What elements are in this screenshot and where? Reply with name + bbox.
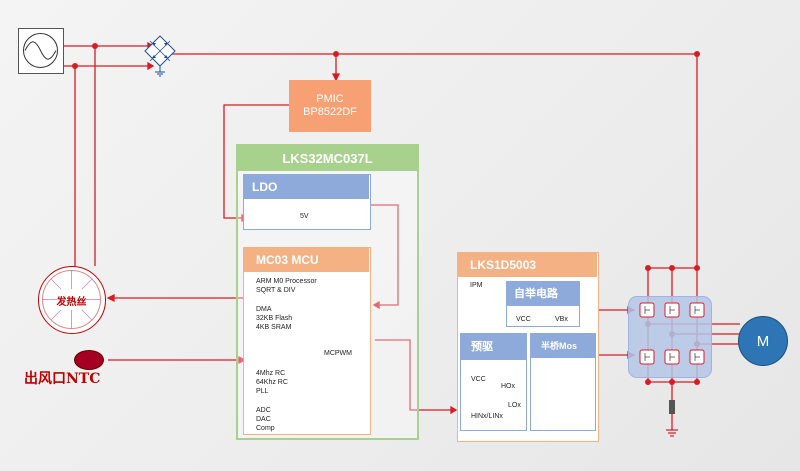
heater-element: 发热丝 xyxy=(38,266,106,334)
halfbridge-title: 半桥Mos xyxy=(531,334,595,358)
bootstrap-title: 自举电路 xyxy=(507,282,579,306)
motor-label: M xyxy=(756,332,770,350)
ldo-block: LDO 5V xyxy=(243,174,371,230)
ldo-output-label: 5V xyxy=(300,213,309,220)
mcu-core-list: ARM M0 Processor SQRT & DIV xyxy=(256,277,317,295)
bootstrap-block: 自举电路 VCC VBx xyxy=(506,281,580,327)
predriver-lox-label: LOx xyxy=(508,402,521,409)
predriver-vcc-label: VCC xyxy=(471,376,486,383)
shunt-resistor-icon xyxy=(669,400,675,414)
mcu-analog-item: Comp xyxy=(256,425,275,432)
pmic-part-number: BP8522DF xyxy=(303,106,357,118)
rectifier-bridge-icon xyxy=(144,35,176,67)
predriver-title: 预驱 xyxy=(461,334,526,360)
pmic-label: PMIC xyxy=(316,93,344,105)
ipm-label: IPM xyxy=(470,282,483,289)
driver-chip: LKS1D5003 IPM 自举电路 VCC VBx 预驱 VCC HOx LO… xyxy=(457,252,599,442)
mcu-analog-list: ADC DAC Comp xyxy=(256,406,275,433)
halfbridge-block: 半桥Mos xyxy=(530,333,596,431)
mcu-pwm-label: MCPWM xyxy=(324,350,352,357)
heater-coil-icon xyxy=(42,270,101,329)
predriver-block: 预驱 VCC HOx LOx HINx/LINx xyxy=(460,333,527,431)
driver-title: LKS1D5003 xyxy=(458,253,597,277)
mcu-title: MC03 MCU xyxy=(244,248,369,272)
inverter-mosfets xyxy=(639,302,705,365)
mcu-core-item: ARM M0 Processor xyxy=(256,278,317,285)
mcu-memory-item: DMA xyxy=(256,306,272,313)
ground-icon xyxy=(155,66,165,77)
mcu-clock-list: 4Mhz RC 64Khz RC PLL xyxy=(256,369,288,396)
motor-icon: M xyxy=(738,316,788,366)
mcu-clock-item: 64Khz RC xyxy=(256,379,288,386)
ntc-label: 出风口NTC xyxy=(24,371,101,387)
mcu-analog-item: ADC xyxy=(256,407,271,414)
mcu-memory-list: DMA 32KB Flash 4KB SRAM xyxy=(256,305,292,332)
mcu-clock-item: 4Mhz RC xyxy=(256,370,286,377)
predriver-hox-label: HOx xyxy=(501,383,515,390)
mcu-chip-title: LKS32MC037L xyxy=(238,146,417,171)
mcu-block: MC03 MCU ARM M0 Processor SQRT & DIV DMA… xyxy=(243,247,371,435)
sine-wave-icon xyxy=(23,33,58,68)
mcu-analog-item: DAC xyxy=(256,416,271,423)
ground-icon xyxy=(666,429,678,437)
mcu-memory-item: 4KB SRAM xyxy=(256,324,292,331)
ldo-title: LDO xyxy=(244,175,369,199)
mcu-core-item: SQRT & DIV xyxy=(256,287,296,294)
ntc-sensor-icon xyxy=(74,350,104,370)
predriver-hin-label: HINx/LINx xyxy=(471,413,503,420)
mcu-memory-item: 32KB Flash xyxy=(256,315,293,322)
ac-source xyxy=(18,28,64,74)
bootstrap-vbx-label: VBx xyxy=(555,316,568,323)
bootstrap-vcc-label: VCC xyxy=(516,316,531,323)
mcu-clock-item: PLL xyxy=(256,388,269,395)
heater-label: 发热丝 xyxy=(56,297,87,308)
pmic-block: PMIC BP8522DF xyxy=(289,80,371,132)
